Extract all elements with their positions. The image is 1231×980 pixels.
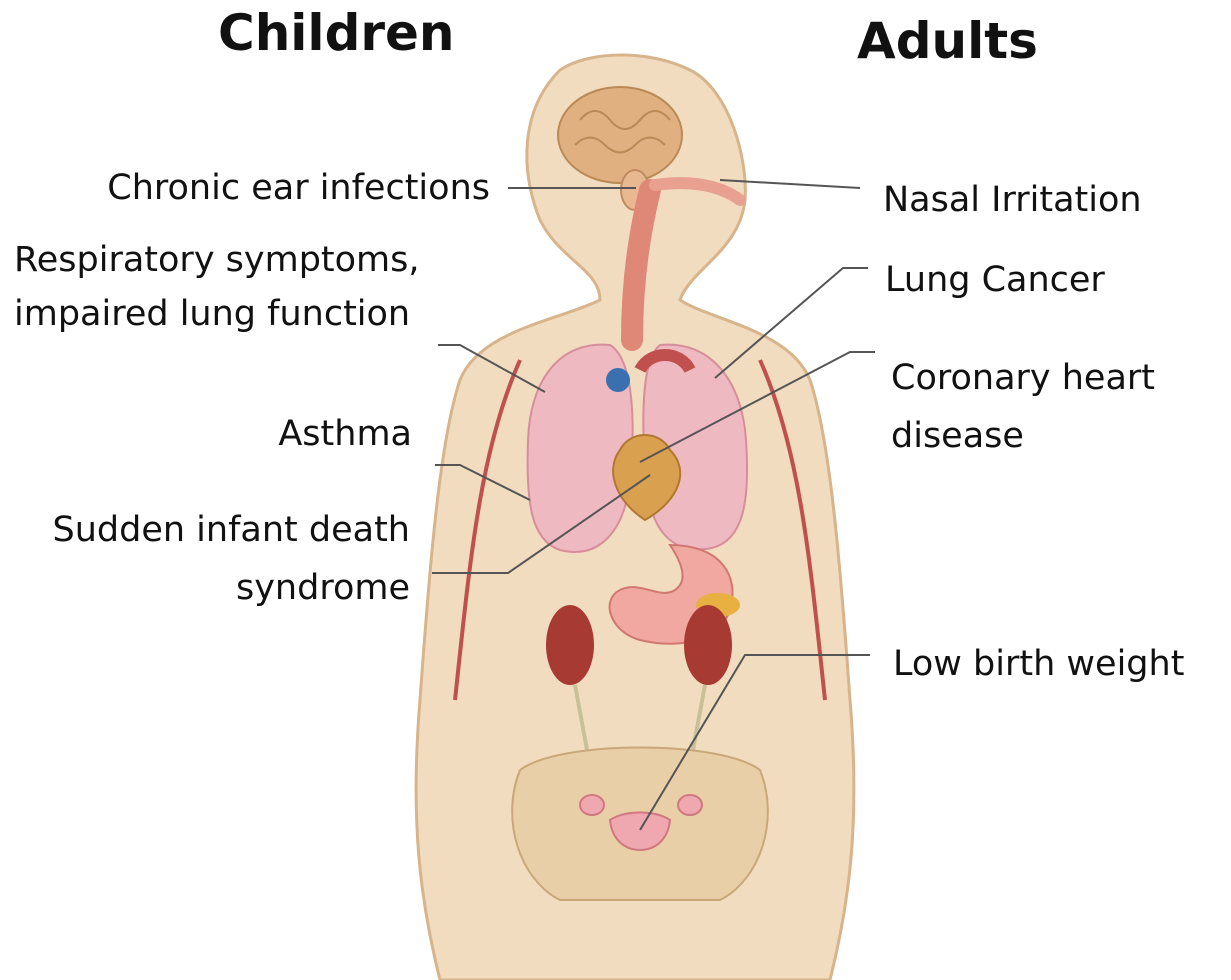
label-sids-line2: syndrome [10, 564, 410, 612]
label-coronary-heart-line2: disease [891, 412, 1024, 460]
label-asthma: Asthma [10, 410, 412, 458]
label-sids-line1: Sudden infant death [10, 506, 410, 554]
label-chronic-ear-infections: Chronic ear infections [10, 164, 490, 212]
label-nasal-irritation: Nasal Irritation [883, 176, 1142, 224]
right-kidney [684, 605, 732, 685]
label-respiratory-line1: Respiratory symptoms, [14, 236, 420, 284]
vena-cava [606, 368, 630, 392]
label-low-birth-weight: Low birth weight [893, 640, 1184, 688]
label-lung-cancer: Lung Cancer [885, 256, 1105, 304]
label-coronary-heart-line1: Coronary heart [891, 354, 1155, 402]
right-ovary [678, 795, 702, 815]
left-kidney [546, 605, 594, 685]
label-respiratory-line2: impaired lung function [14, 290, 410, 338]
brain [558, 87, 682, 183]
heading-children: Children [218, 4, 455, 62]
left-ovary [580, 795, 604, 815]
heading-adults: Adults [857, 12, 1038, 70]
